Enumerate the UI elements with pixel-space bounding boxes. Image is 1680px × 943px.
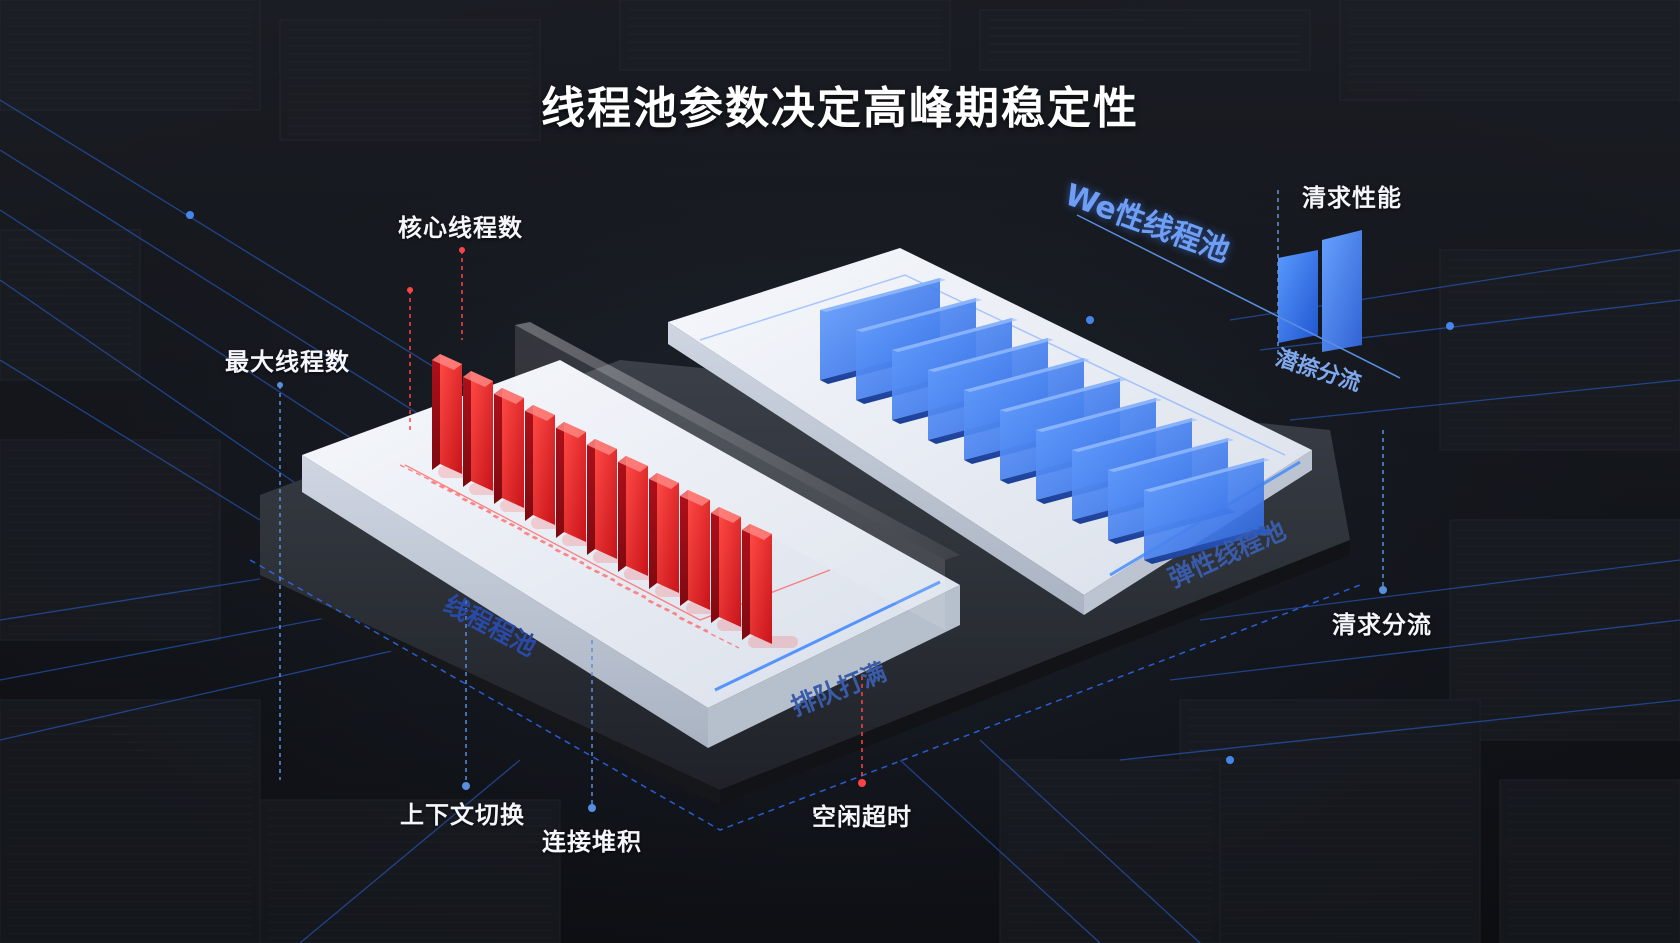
label-request-performance: 清求性能 bbox=[1302, 184, 1402, 212]
label-max-threads: 最大线程数 bbox=[225, 348, 350, 376]
red-thread-block bbox=[742, 524, 798, 648]
page-title: 线程池参数决定高峰期稳定性 bbox=[541, 83, 1139, 134]
label-core-threads: 核心线程数 bbox=[398, 214, 523, 242]
red-thread-block bbox=[556, 422, 612, 546]
label-request-split: 清求分流 bbox=[1332, 611, 1432, 639]
red-thread-block bbox=[463, 371, 519, 495]
label-context-switch: 上下文切换 bbox=[400, 801, 525, 829]
left-panel bbox=[302, 322, 960, 748]
label-connection-pileup: 连接堆积 bbox=[542, 828, 642, 856]
blue-thread-block bbox=[1144, 458, 1272, 564]
bar-chart-icon bbox=[1277, 190, 1362, 360]
red-thread-block bbox=[525, 405, 581, 529]
right-panel bbox=[668, 248, 1312, 615]
label-idle-timeout: 空闲超时 bbox=[812, 803, 912, 831]
